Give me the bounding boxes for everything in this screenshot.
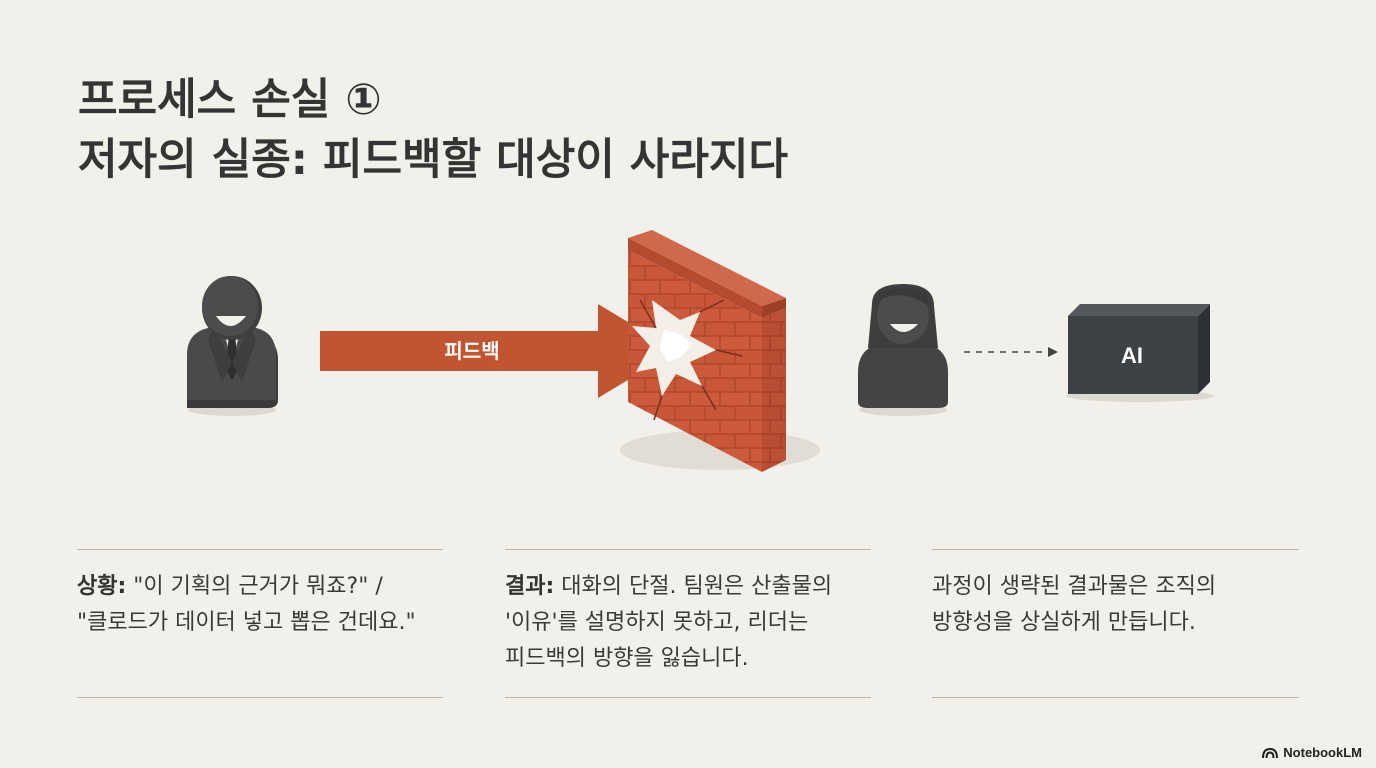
result-column: 결과: 대화의 단절. 팀원은 산출물의 '이유'를 설명하지 못하고, 리더는… bbox=[505, 549, 871, 698]
brick-wall bbox=[620, 230, 820, 472]
conclusion-line-2: 방향성을 상실하게 만듭니다. bbox=[932, 610, 1196, 635]
result-line-2: '이유'를 설명하지 못하고, 리더는 bbox=[505, 610, 809, 635]
notebooklm-logo-icon bbox=[1262, 747, 1279, 758]
recipient-person-icon bbox=[858, 284, 948, 416]
arrow-label: 피드백 bbox=[444, 339, 499, 363]
result-label: 결과: bbox=[505, 574, 555, 599]
conclusion-column: 과정이 생략된 결과물은 조직의 방향성을 상실하게 만듭니다. bbox=[932, 549, 1299, 698]
ai-label: AI bbox=[1121, 343, 1143, 368]
title-line-2: 저자의 실종: 피드백할 대상이 사라지다 bbox=[78, 135, 789, 185]
feedback-arrow: 피드백 bbox=[320, 304, 676, 398]
ai-box: AI bbox=[1066, 304, 1214, 402]
sender-person-icon bbox=[187, 276, 278, 416]
situation-column: 상황: "이 기획의 근거가 뭐죠?" / "클로드가 데이터 넣고 뽑은 건데… bbox=[77, 549, 443, 698]
situation-line-1: 상황: "이 기획의 근거가 뭐죠?" / bbox=[77, 574, 383, 599]
brand-name: NotebookLM bbox=[1283, 745, 1362, 760]
result-line-3: 피드백의 방향을 잃습니다. bbox=[505, 646, 749, 671]
conclusion-line-1: 과정이 생략된 결과물은 조직의 bbox=[932, 574, 1217, 599]
situation-line-2: "클로드가 데이터 넣고 뽑은 건데요." bbox=[77, 610, 416, 635]
page-title: 프로세스 손실 ① 저자의 실종: 피드백할 대상이 사라지다 bbox=[78, 70, 788, 190]
result-line-1: 결과: 대화의 단절. 팀원은 산출물의 bbox=[505, 574, 833, 599]
dashed-arrow bbox=[964, 347, 1058, 357]
title-line-1: 프로세스 손실 ① bbox=[78, 75, 382, 125]
notebooklm-branding: NotebookLM bbox=[1262, 745, 1362, 760]
situation-label: 상황: bbox=[77, 574, 127, 599]
